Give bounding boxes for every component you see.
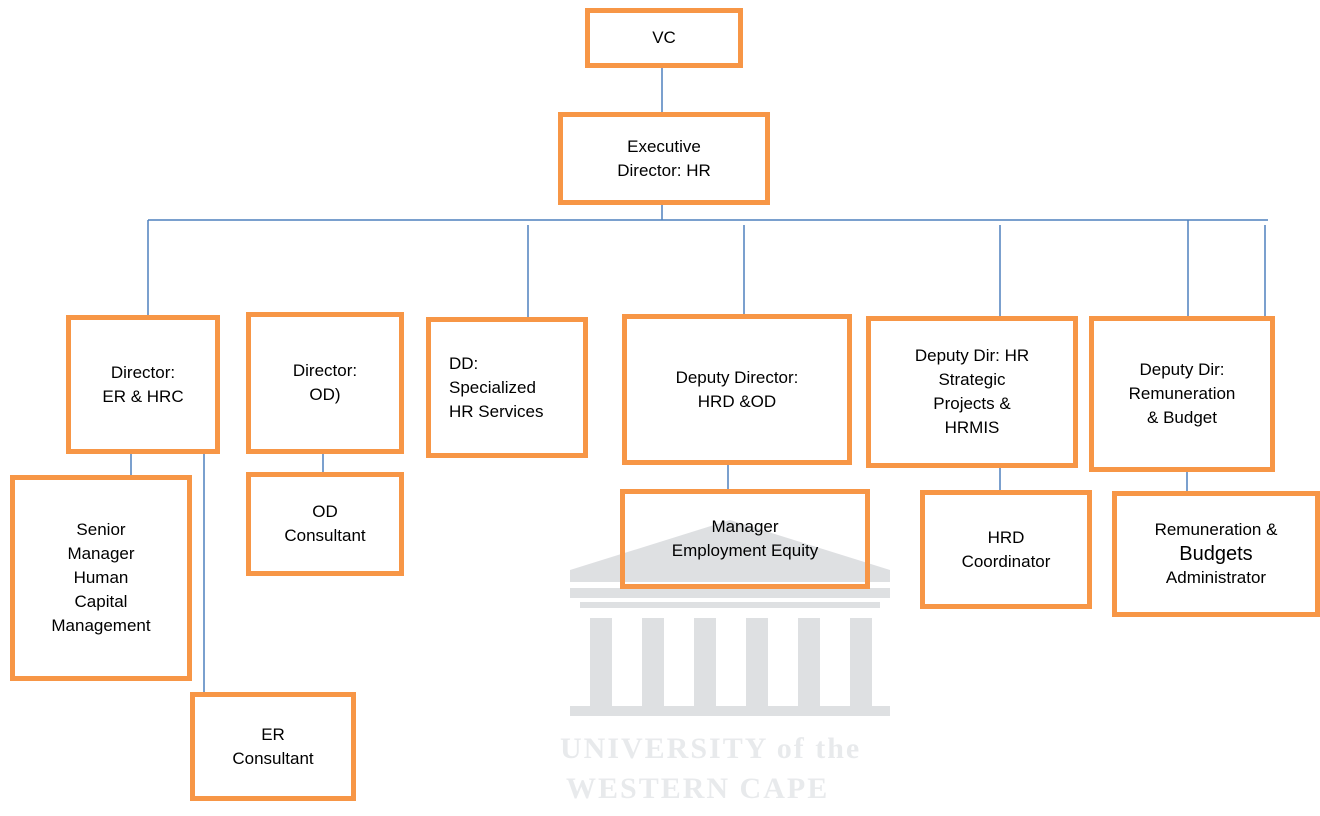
box-od-consult-label: OD Consultant (284, 502, 366, 545)
box-rem-admin-line3: Administrator (1165, 568, 1267, 587)
box-rem-admin-line2: Budgets (1179, 543, 1253, 565)
box-dd-specialized-hr: DD: Specialized HR Services (426, 317, 588, 458)
box-er-consult-label: ER Consultant (232, 724, 314, 768)
box-rem-admin-line1: Remuneration & (1154, 520, 1278, 539)
box-mgr-ee-label: Manager Employment Equity (671, 517, 819, 560)
box-executive-label: Executive Director: HR (617, 136, 711, 180)
box-remuneration-budgets-admin: Remuneration & Budgets Administrator (1112, 491, 1320, 617)
box-snr-mgr-label: Senior Manager Human Capital Management (51, 520, 151, 635)
box-manager-employment-equity: Manager Employment Equity (620, 489, 870, 589)
watermark-line1: UNIVERSITY of the (560, 732, 862, 765)
box-hrd-coord-label: HRD Coordinator (961, 527, 1051, 571)
box-hrd-coordinator: HRD Coordinator (920, 490, 1092, 609)
box-dir-od-label: Director: OD) (292, 361, 358, 404)
box-senior-manager-hcm: Senior Manager Human Capital Management (10, 475, 192, 681)
box-dep-hrsp-label: Deputy Dir: HR Strategic Projects & HRMI… (914, 346, 1030, 437)
box-dep-rem-label: Deputy Dir: Remuneration & Budget (1128, 360, 1236, 427)
box-dep-hrd-label: Deputy Director: HRD &OD (675, 367, 799, 411)
university-logo-watermark: UNIVERSITY of the WESTERN CAPE (560, 510, 900, 810)
box-director-od: Director: OD) (246, 312, 404, 454)
box-vc-label: VC (652, 28, 676, 47)
box-vc: VC (585, 8, 743, 68)
box-od-consultant: OD Consultant (246, 472, 404, 576)
box-director-er-hrc: Director: ER & HRC (66, 315, 220, 454)
box-er-consultant: ER Consultant (190, 692, 356, 801)
box-deputy-director-hrd-od: Deputy Director: HRD &OD (622, 314, 852, 465)
building-icon (570, 520, 890, 716)
box-dd-special-label: DD: Specialized HR Services (449, 353, 544, 421)
box-dir-er-label: Director: ER & HRC (102, 362, 184, 406)
box-deputy-dir-hr-strategic: Deputy Dir: HR Strategic Projects & HRMI… (866, 316, 1078, 468)
box-executive-director-hr: Executive Director: HR (558, 112, 770, 205)
watermark-line2: WESTERN CAPE (566, 772, 830, 805)
box-deputy-dir-remuneration: Deputy Dir: Remuneration & Budget (1089, 316, 1275, 472)
